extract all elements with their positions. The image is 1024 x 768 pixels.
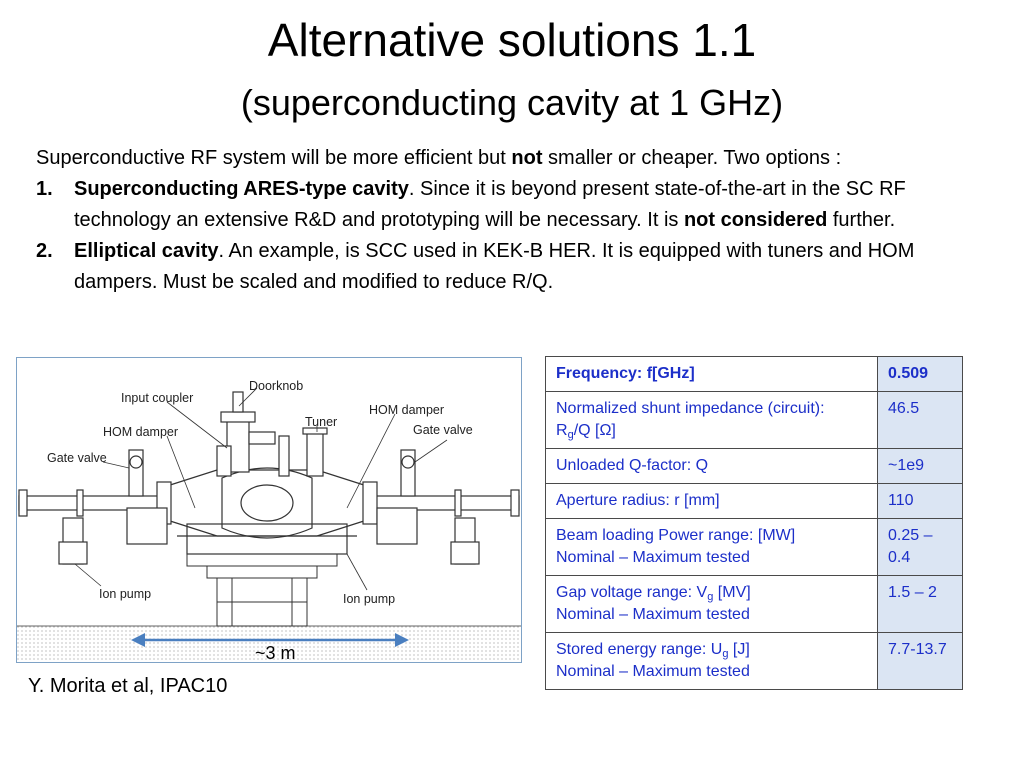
param-name: Aperture radius: r [mm] [545, 483, 878, 519]
param-name: Frequency: f[GHz] [545, 356, 878, 392]
param-value: 110 [877, 483, 963, 519]
param-name: Normalized shunt impedance (circuit):Rg/… [545, 391, 878, 449]
figure-caption: Y. Morita et al, IPAC10 [28, 675, 228, 697]
param-value: 0.25 – 0.4 [877, 518, 963, 576]
table-row: Unloaded Q-factor: Q ~1e9 [545, 448, 963, 484]
table-row: Beam loading Power range: [MW]Nominal – … [545, 518, 963, 576]
list-number: 1. [36, 178, 53, 200]
intro-text-end: smaller or cheaper. Two options : [542, 147, 842, 169]
label-hom-damper-right: HOM damper [369, 403, 444, 417]
param-value: 1.5 – 2 [877, 575, 963, 633]
label-length: ~3 m [255, 643, 296, 662]
list-item-text-end: further. [827, 209, 896, 231]
list-item-text: . Since it is beyond present state-of-th… [74, 178, 906, 231]
list-item: 1. Superconducting ARES-type cavity. Sinc… [36, 174, 996, 236]
param-name: Stored energy range: Ug [J]Nominal – Max… [545, 632, 878, 690]
param-name: Gap voltage range: Vg [MV]Nominal – Maxi… [545, 575, 878, 633]
length-arrow [131, 633, 409, 647]
param-value: 46.5 [877, 391, 963, 449]
cryostat [126, 467, 418, 555]
table-row: Gap voltage range: Vg [MV]Nominal – Maxi… [545, 575, 963, 633]
table-row: Normalized shunt impedance (circuit):Rg/… [545, 391, 963, 449]
table-row: Aperture radius: r [mm] 110 [545, 483, 963, 519]
intro-bold: not [511, 147, 543, 169]
support-stand [186, 553, 338, 627]
list-item: 2. Elliptical cavity. An example, is SCC … [36, 236, 996, 298]
param-name: Beam loading Power range: [MW]Nominal – … [545, 518, 878, 576]
label-tuner: Tuner [305, 415, 337, 429]
options-list: 1. Superconducting ARES-type cavity. Sinc… [36, 174, 996, 298]
table-row: Frequency: f[GHz] 0.509 [545, 356, 963, 392]
input-coupler [216, 391, 290, 477]
gate-valves [128, 449, 416, 497]
param-name: Unloaded Q-factor: Q [545, 448, 878, 484]
cavity-diagram: Doorknob Input coupler HOM damper Tuner … [16, 357, 522, 663]
label-hom-damper-left: HOM damper [103, 425, 178, 439]
list-item-title: Superconducting ARES-type cavity [74, 178, 409, 200]
table-row: Stored energy range: Ug [J]Nominal – Max… [545, 632, 963, 690]
ion-pumps [58, 517, 480, 565]
param-value: 0.509 [877, 356, 963, 392]
slide-title: Alternative solutions 1.1 [267, 14, 757, 66]
leader-lines [74, 387, 448, 591]
label-input-coupler: Input coupler [121, 391, 193, 405]
list-number: 2. [36, 240, 53, 262]
param-value: 7.7-13.7 [877, 632, 963, 690]
list-item-bold: not considered [683, 209, 828, 231]
label-gate-valve-left: Gate valve [47, 451, 107, 465]
param-value: ~1e9 [877, 448, 963, 484]
label-ion-pump-right: Ion pump [343, 592, 395, 606]
label-ion-pump-left: Ion pump [99, 587, 151, 601]
label-gate-valve-right: Gate valve [413, 423, 473, 437]
intro-paragraph: Superconductive RF system will be more e… [36, 143, 996, 174]
intro-text: Superconductive RF system will be more e… [36, 147, 512, 169]
slide-subtitle: (superconducting cavity at 1 GHz) [240, 82, 784, 123]
tuner [302, 427, 328, 477]
parameter-table: Frequency: f[GHz] 0.509 Normalized shunt… [545, 356, 963, 690]
list-item-title: Elliptical cavity [74, 240, 219, 262]
list-item-text: . An example, is SCC used in KEK-B HER. … [74, 240, 915, 293]
body-text: Superconductive RF system will be more e… [36, 143, 996, 298]
label-doorknob: Doorknob [249, 379, 303, 393]
